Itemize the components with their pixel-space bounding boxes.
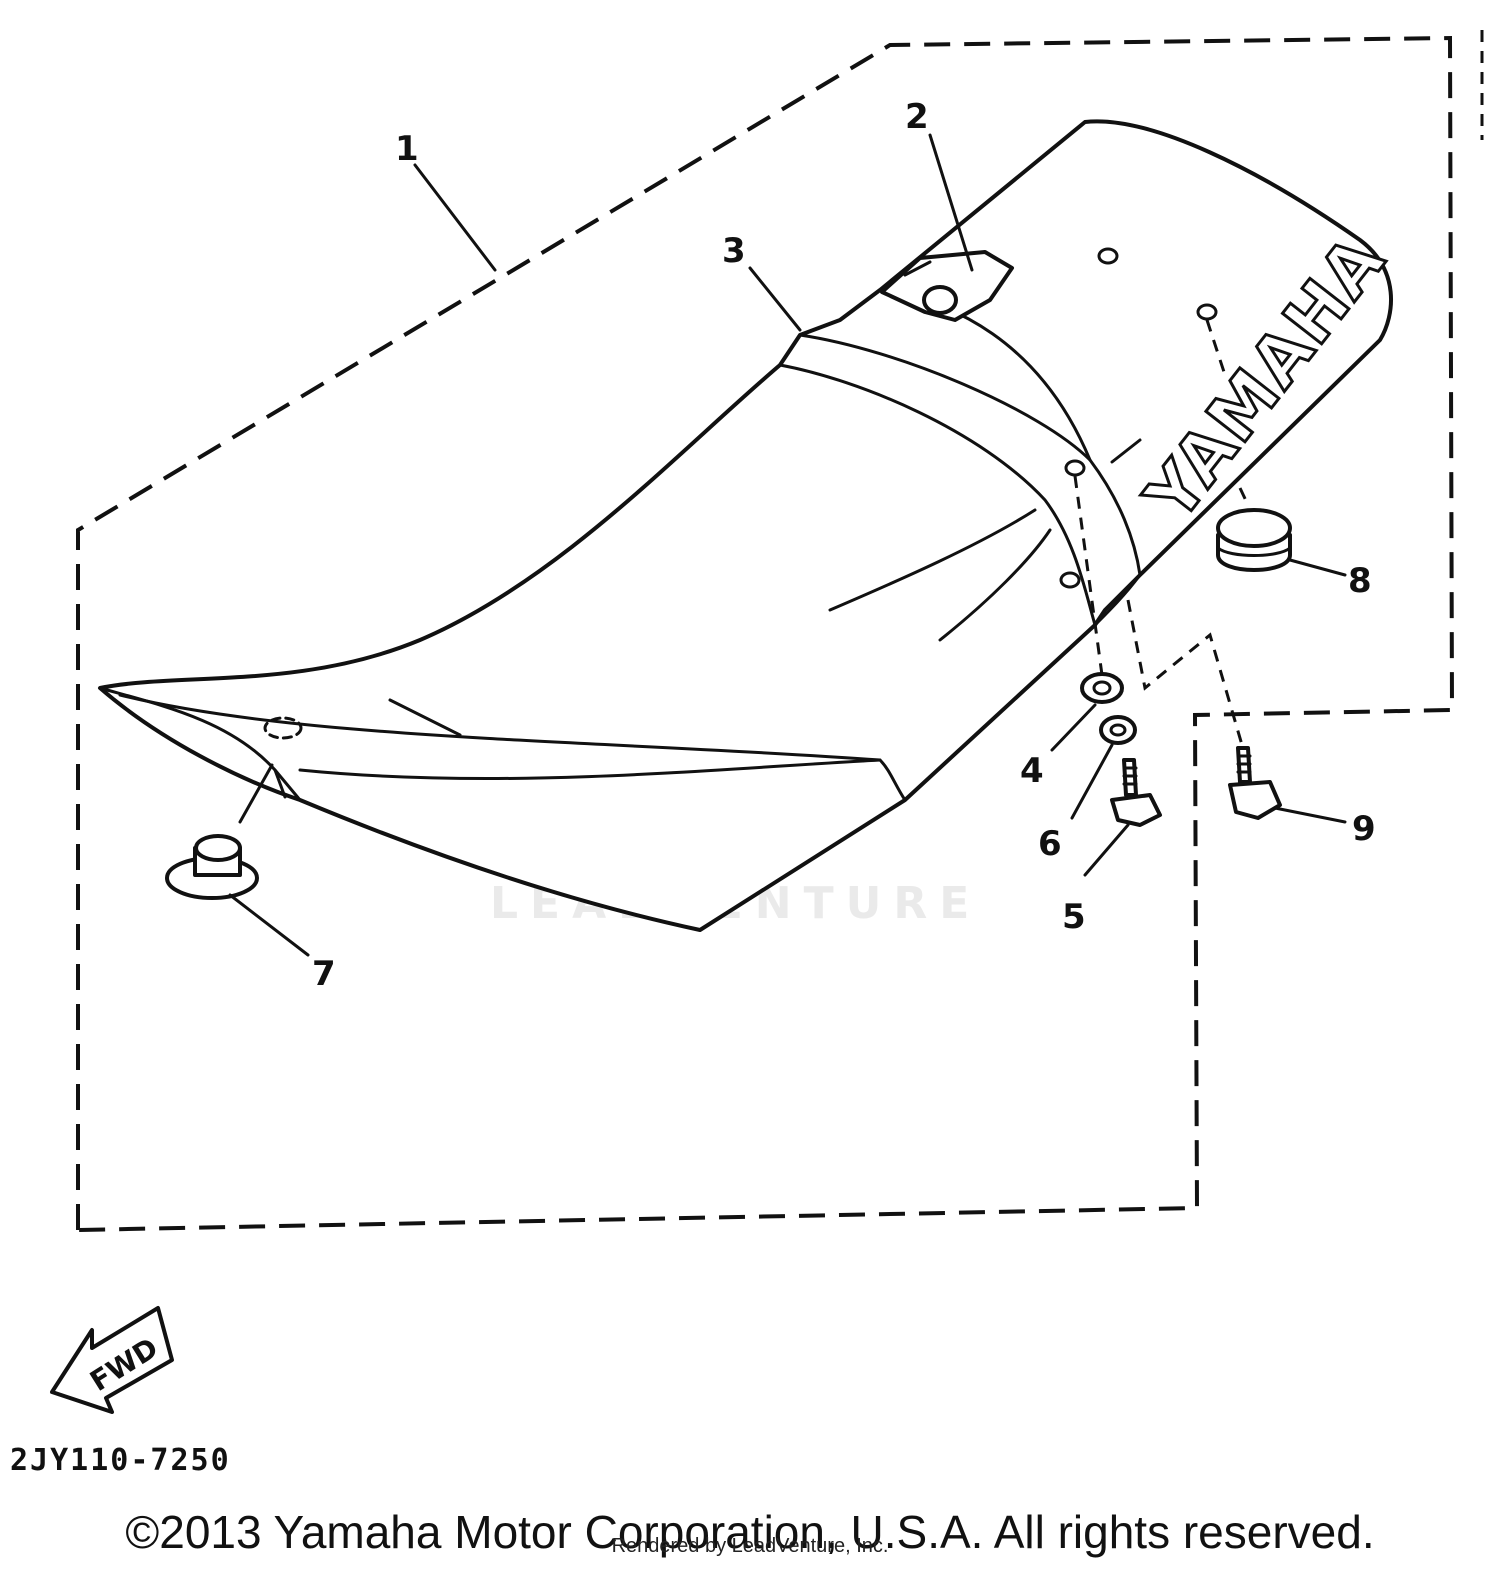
callout-1: 1 (395, 129, 419, 169)
callout-9: 9 (1352, 809, 1376, 849)
callout-3: 3 (722, 231, 746, 271)
leader-lines (228, 133, 1347, 957)
callout-4: 4 (1020, 751, 1044, 791)
callout-7: 7 (312, 954, 336, 994)
callout-6: 6 (1038, 824, 1062, 864)
alignment-line (1205, 319, 1227, 376)
rendered-by-credit: Rendered by LeadVenture, Inc. (611, 1535, 889, 1557)
forward-direction-arrow: FWD (50, 1306, 174, 1414)
washer (1099, 715, 1137, 745)
callout-5: 5 (1062, 897, 1086, 937)
bolt (1110, 758, 1162, 827)
callout-8: 8 (1348, 561, 1372, 601)
bolt-2 (1228, 746, 1282, 820)
assembly-boundary-line (76, 35, 1455, 1232)
diagram-code: 2JY110-7250 (10, 1443, 231, 1478)
collar (1080, 672, 1124, 704)
alignment-line (1126, 599, 1244, 746)
front-damper (165, 834, 259, 900)
seat-exploded-diagram: LEADVENTURE YAMAHA (50, 30, 1484, 1414)
seat-hook (880, 250, 1014, 322)
copyright-notice: ©2013 Yamaha Motor Corporation, U.S.A. A… (125, 1506, 1375, 1558)
callout-2: 2 (905, 97, 929, 137)
damper (1216, 508, 1292, 572)
alignment-line (1238, 487, 1250, 506)
seat (98, 119, 1394, 932)
